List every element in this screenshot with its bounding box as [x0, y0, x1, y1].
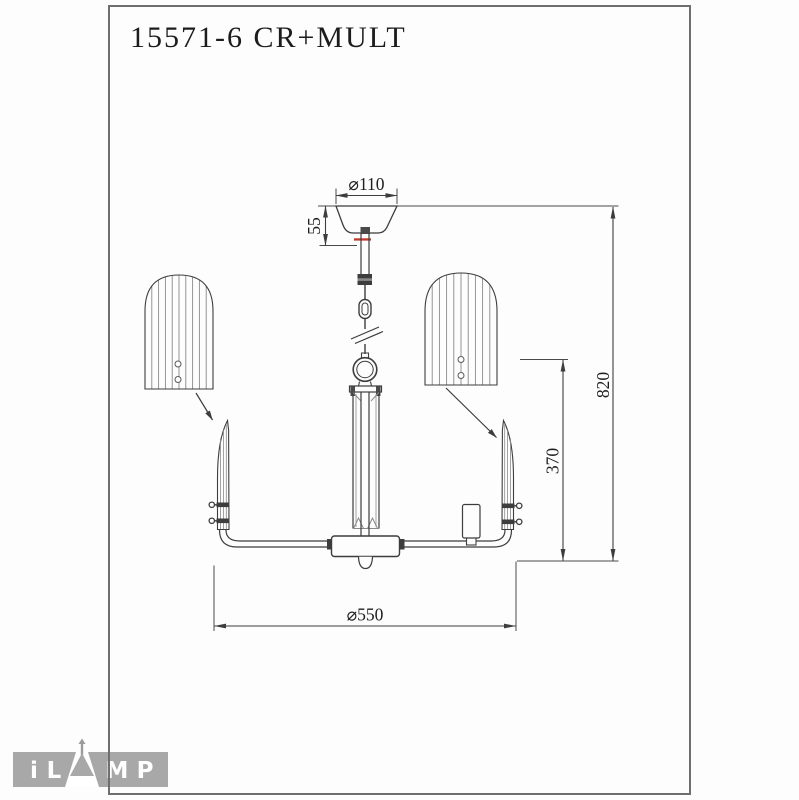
detail-arrow-left: [195, 392, 214, 421]
hanging-ring: [352, 356, 378, 387]
shade-detail-left: [144, 274, 214, 390]
lamp-socket: [461, 503, 481, 546]
left-arm: [218, 529, 332, 548]
dimension-canopy-height: 55: [304, 205, 357, 246]
shade-hole: [457, 372, 465, 379]
dimension-canopy-diameter: ⌀110: [335, 174, 398, 204]
clamp-screw: [515, 518, 523, 526]
dimension-overall-height: 820: [517, 206, 619, 562]
clamp-screw: [208, 517, 216, 525]
bottom-finial: [357, 556, 374, 570]
overall-height-label: 820: [593, 372, 613, 399]
dimension-span-diameter: ⌀550: [213, 561, 517, 631]
glass-column: [352, 392, 380, 536]
central-hub: [327, 535, 405, 570]
brand-logo: i L M P: [13, 738, 168, 787]
shade-hole: [174, 360, 182, 368]
logo-letter-i: i: [30, 758, 38, 784]
shade-hole: [174, 376, 182, 383]
dimension-body-height: 370: [520, 359, 568, 561]
body-height-label: 370: [543, 448, 563, 475]
logo-letter-m: M: [106, 758, 129, 784]
canopy: [335, 205, 399, 241]
canopy-rod-collar: [360, 227, 370, 234]
clamp-screw: [515, 502, 523, 510]
logo-lamp-icon: [65, 738, 99, 787]
logo-letter-l: L: [47, 758, 62, 784]
chain-link: [358, 298, 372, 320]
length-break-symbol: [350, 326, 384, 345]
shade-detail-right: [424, 272, 498, 386]
drawing-title: 15571-6 CR+MULT: [130, 21, 407, 54]
canopy-height-label: 55: [304, 217, 324, 235]
column-cap-plate: [348, 385, 383, 396]
red-mark: [354, 238, 371, 241]
canopy-diameter-label: ⌀110: [348, 174, 384, 194]
detail-arrow-right: [445, 387, 497, 438]
right-shade-side: [501, 418, 523, 531]
suspension-chain: [350, 233, 384, 358]
span-diameter-label: ⌀550: [347, 605, 384, 625]
logo-letter-p: P: [137, 758, 154, 784]
shade-hole: [457, 356, 465, 363]
left-shade-side: [208, 418, 230, 531]
clamp-screw: [208, 501, 216, 509]
right-arm: [399, 529, 513, 548]
